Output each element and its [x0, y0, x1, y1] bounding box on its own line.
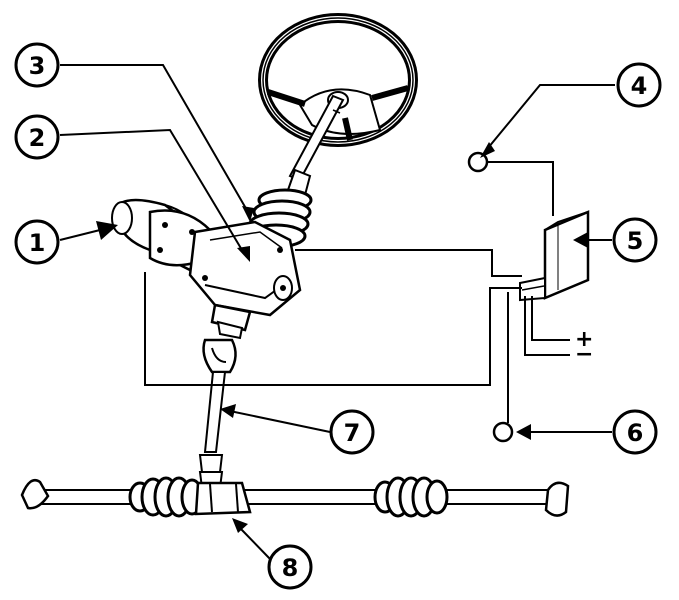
steering-column — [286, 94, 345, 197]
sensor-lower — [492, 421, 514, 443]
callout-2: 2 — [14, 114, 60, 160]
callout-7: 7 — [329, 409, 375, 455]
intermediate-shaft — [198, 303, 252, 489]
steering-wheel — [258, 13, 418, 147]
left-rack-boot — [128, 476, 204, 518]
callouts: 1 2 3 4 5 6 7 8 — [14, 42, 662, 590]
svg-text:2: 2 — [29, 124, 46, 152]
svg-text:5: 5 — [627, 227, 644, 255]
svg-text:1: 1 — [29, 229, 46, 257]
svg-text:3: 3 — [29, 52, 46, 80]
steering-rack — [20, 476, 570, 518]
callout-1: 1 — [14, 219, 60, 265]
leader-lines — [59, 64, 615, 561]
minus-terminal-sign: − — [575, 342, 593, 367]
callout-5: 5 — [612, 217, 658, 263]
callout-6: 6 — [612, 409, 658, 455]
svg-text:6: 6 — [627, 419, 644, 447]
plus-terminal-sign: + — [575, 327, 593, 352]
wiring — [144, 161, 570, 423]
callout-4: 4 — [616, 62, 662, 108]
callout-8: 8 — [267, 544, 313, 590]
control-unit — [519, 210, 590, 302]
callout-3: 3 — [14, 42, 60, 88]
arrow-heads — [96, 142, 588, 533]
svg-text:7: 7 — [344, 419, 361, 447]
reduction-gear-housing — [188, 220, 302, 317]
svg-text:8: 8 — [282, 554, 299, 582]
right-rack-boot — [373, 476, 449, 518]
svg-text:4: 4 — [631, 72, 648, 100]
